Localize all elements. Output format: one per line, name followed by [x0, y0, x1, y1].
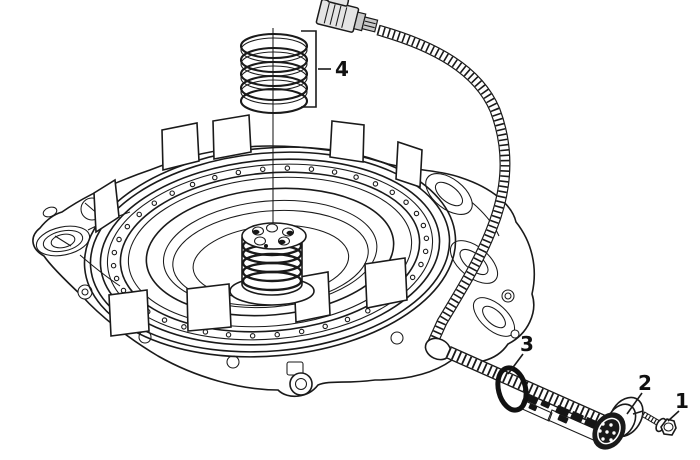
bottom-mounting-lugs: [77, 284, 404, 396]
clutch-drum-rings: [83, 146, 457, 358]
coil-spring: [239, 32, 309, 115]
callout-1-label: 1: [675, 389, 689, 413]
callout-3-leader: [507, 353, 524, 375]
callout-4-label: 4: [335, 57, 349, 81]
o-ring: [495, 365, 529, 413]
piston-top-face: [241, 222, 307, 250]
harness-connector: [315, 0, 379, 33]
center-piston-stack: [229, 222, 315, 306]
callout-2-leader: [626, 392, 643, 415]
harness-cable-upper: [376, 24, 511, 345]
callout-4-bracket: [301, 30, 317, 108]
clutch-plate-tabs: [93, 114, 423, 337]
callout-2-label: 2: [638, 371, 652, 395]
hex-bolt: [641, 411, 677, 436]
rivet-holes-ring: [110, 165, 430, 339]
bottom-boss: [289, 372, 313, 396]
callout-3-label: 3: [520, 332, 534, 356]
callout-1-leader: [667, 410, 680, 422]
piston-top-holes: [251, 223, 295, 248]
connector-pins: [598, 422, 616, 442]
terminal-clips: [519, 394, 603, 443]
pass-through-connector: [592, 396, 644, 450]
